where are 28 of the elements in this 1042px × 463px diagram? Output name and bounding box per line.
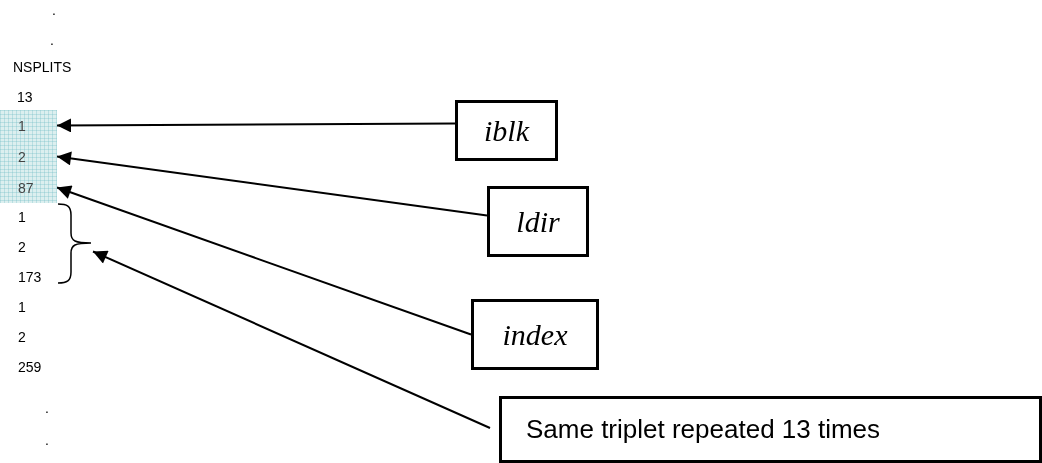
callout-box: [455, 100, 558, 161]
value-text: .: [45, 432, 49, 448]
callout-text: Same triplet repeated 13 times: [526, 414, 881, 445]
value-text: NSPLITS: [13, 59, 72, 75]
arrow: [56, 185, 472, 336]
value-text: 1: [18, 209, 26, 225]
value-text: .: [52, 2, 56, 18]
arrow: [56, 118, 456, 133]
highlighted-cell: 1: [0, 110, 57, 141]
value-text: 1: [18, 299, 26, 315]
value-text: 2: [18, 329, 26, 345]
highlighted-cell: 87: [0, 172, 57, 203]
arrow: [92, 250, 491, 429]
value-text: 13: [17, 89, 33, 105]
callout-text: ldir: [516, 204, 560, 239]
arrow: [56, 151, 488, 217]
callout-text: index: [502, 317, 568, 352]
curly-brace: [57, 203, 93, 284]
value-text: .: [45, 400, 49, 416]
callout-box: [499, 396, 1042, 463]
callout-text: iblk: [484, 113, 529, 148]
value-text: 259: [18, 359, 42, 375]
callout-box: [471, 299, 599, 370]
highlighted-cell: 2: [0, 141, 57, 172]
value-text: 2: [18, 239, 26, 255]
callout-box: [487, 186, 589, 257]
value-text: .: [50, 32, 54, 48]
value-text: 173: [18, 269, 42, 285]
